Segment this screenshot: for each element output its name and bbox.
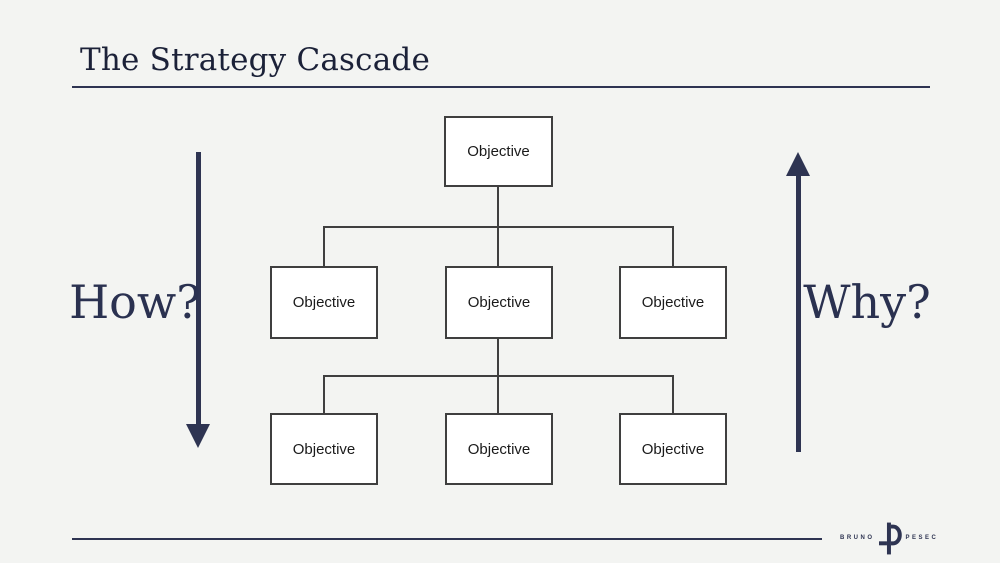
objective-box: Objective [270, 413, 378, 485]
up-arrow-head [786, 152, 810, 176]
brand-logo: BRUNO PESEC [840, 518, 938, 558]
objective-box: Objective [445, 413, 553, 485]
objective-box: Objective [619, 413, 727, 485]
connector-line [323, 375, 674, 377]
objective-box: Objective [270, 266, 378, 339]
objective-box-label: Objective [641, 440, 705, 458]
objective-box-label: Objective [467, 294, 531, 311]
how-label: How? [69, 275, 201, 329]
brand-first-name: BRUNO [840, 535, 875, 541]
up-arrow-shaft [796, 175, 801, 452]
brand-last-name: PESEC [905, 535, 939, 541]
objective-box: Objective [619, 266, 727, 339]
connector-line [323, 226, 325, 266]
connector-line [323, 375, 325, 413]
objective-box-label: Objective [292, 440, 356, 458]
up-arrow-icon [786, 152, 811, 452]
objective-box-label: Objective [641, 294, 705, 311]
objective-box-label: Objective [292, 294, 356, 311]
bottom-divider [72, 538, 822, 540]
connector-line [672, 226, 674, 266]
objective-box-label: Objective [467, 143, 530, 160]
page-title: The Strategy Cascade [80, 42, 430, 78]
connector-line [323, 226, 674, 228]
bp-monogram-icon [878, 522, 902, 555]
down-arrow-shaft [196, 152, 201, 425]
down-arrow-icon [186, 152, 211, 448]
title-underline [72, 86, 930, 88]
objective-box: Objective [445, 266, 553, 339]
why-label: Why? [803, 275, 931, 329]
connector-line [672, 375, 674, 413]
objective-box-label: Objective [467, 440, 531, 458]
objective-box: Objective [444, 116, 553, 187]
down-arrow-head [186, 424, 210, 448]
